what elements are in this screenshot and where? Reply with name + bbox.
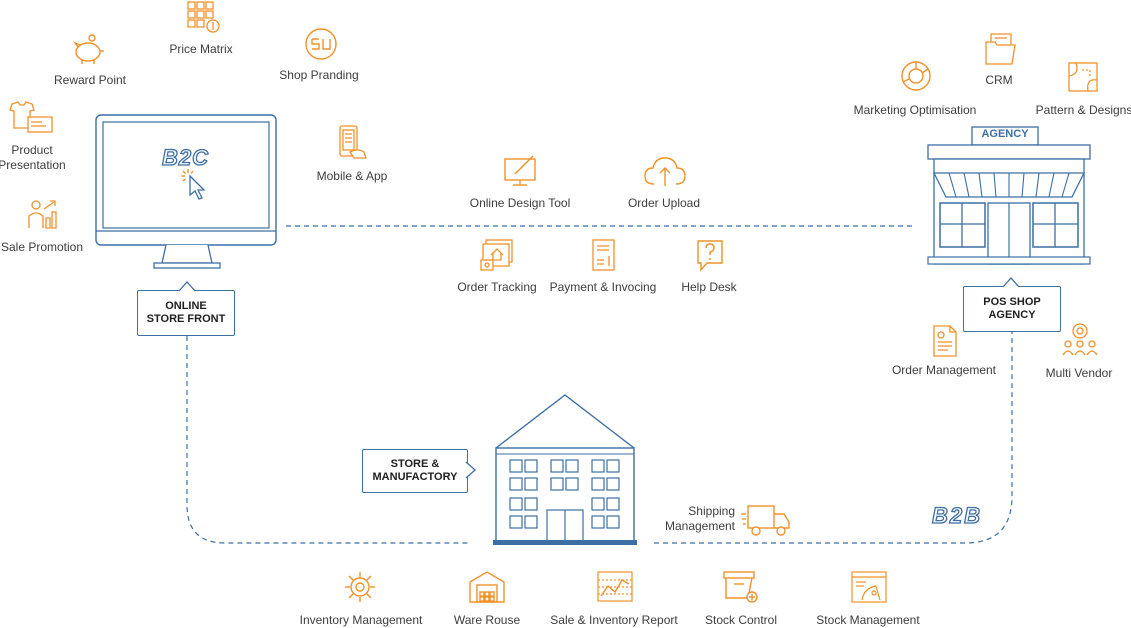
shop-branding-icon: [305, 28, 337, 60]
shop-pranding-label: Shop Pranding: [279, 68, 359, 82]
callout-pointer: [1002, 277, 1020, 288]
cloud-upload-icon: [644, 157, 686, 186]
stock-control-label: Stock Control: [704, 613, 778, 627]
mobile-app-label: Mobile & App: [316, 169, 388, 183]
sale-inventory-report-label: Sale & Inventory Report: [550, 613, 678, 627]
payment-invoicing-label: Payment & Invocing: [549, 280, 657, 294]
crm-label: CRM: [985, 73, 1013, 87]
report-chart-icon: [597, 571, 633, 602]
manufactory-building: [493, 394, 637, 545]
help-desk-icon: [697, 240, 723, 272]
delivery-truck-icon: [741, 505, 790, 536]
b2b-logo: B2B: [931, 502, 983, 528]
price-matrix-icon: [187, 1, 220, 33]
order-tracking-icon: [480, 239, 513, 271]
pattern-designs-label: Pattern & Designs: [1035, 103, 1131, 117]
cursor-click-icon: [181, 169, 206, 200]
stock-control-icon: [723, 571, 758, 603]
gear-icon: [345, 572, 375, 602]
b2c-logo: B2C: [161, 144, 210, 170]
stock-management-icon: [851, 571, 887, 603]
order-management-label: Order Management: [891, 363, 997, 377]
crm-folder-icon: [985, 33, 1016, 65]
multi-vendor-icon: [1062, 323, 1098, 356]
marketing-optimisation-label: Marketing Optimisation: [853, 103, 977, 117]
marketing-optimisation-icon: [901, 61, 931, 91]
multi-vendor-label: Multi Vendor: [1045, 366, 1113, 380]
tshirt-card-icon: [9, 101, 53, 133]
mobile-app-icon: [339, 125, 367, 159]
order-management-icon: [933, 325, 957, 357]
sale-promotion-icon: [28, 200, 57, 229]
order-tracking-label: Order Tracking: [457, 280, 537, 294]
product-presentation-label: Product Presentation: [0, 143, 66, 172]
shipping-management-label: Shipping Management: [664, 504, 736, 533]
price-matrix-label: Price Matrix: [169, 42, 233, 56]
online-design-tool-icon: [504, 155, 536, 186]
piggy-bank-icon: [72, 34, 104, 64]
agency-shop-building: [927, 126, 1091, 265]
b2c-monitor: [95, 114, 277, 269]
warehouse-icon: [469, 571, 505, 603]
payment-invoice-icon: [592, 239, 615, 271]
help-desk-label: Help Desk: [681, 280, 737, 294]
pattern-designs-icon: [1068, 62, 1098, 92]
order-upload-label: Order Upload: [627, 196, 701, 210]
store-manufactory-label: STORE &MANUFACTORY: [362, 449, 468, 493]
callout-pointer: [465, 461, 476, 479]
ware-rouse-label: Ware Rouse: [453, 613, 521, 627]
inventory-management-label: Inventory Management: [299, 613, 423, 627]
agency-sign: AGENCY: [981, 128, 1029, 140]
callout-pointer: [178, 281, 196, 292]
stock-management-label: Stock Management: [816, 613, 920, 627]
sale-promotion-label: Sale Promotion: [0, 240, 84, 254]
reward-point-label: Reward Point: [53, 73, 127, 87]
online-design-tool-label: Online Design Tool: [469, 196, 571, 210]
